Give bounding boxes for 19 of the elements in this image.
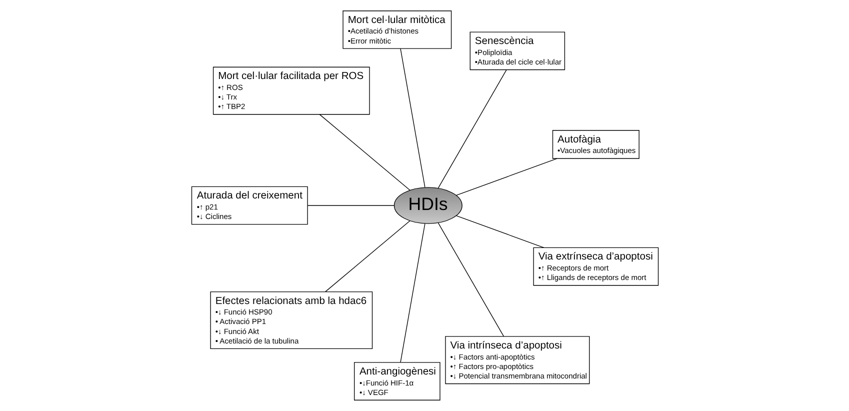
connector bbox=[400, 223, 425, 363]
connector bbox=[324, 220, 410, 292]
connector bbox=[455, 158, 557, 196]
connector bbox=[318, 114, 410, 191]
node-box: Aturada del creixement •↑ p21 •↓ Ciclines bbox=[190, 186, 308, 225]
connector bbox=[437, 70, 506, 188]
node-box: Anti-angiogènesi •↓Funció HIF-1α •↓ VEGF bbox=[353, 362, 440, 400]
node-box: Mort cel·lular mitòtica •Acetilació d’histones •Error mitòtic bbox=[342, 10, 452, 49]
node-box: Senescència •Poliploïdia •Aturada del cicle cel·lular bbox=[469, 32, 565, 70]
connector bbox=[400, 48, 425, 188]
connector bbox=[437, 222, 504, 337]
node-box: Autofàgia •Vacuoles autofàgiques bbox=[552, 130, 639, 159]
node-box: Via extrínseca d’apoptosi •↑ Receptors de mort •↑ Lligands de receptors de mort bbox=[532, 247, 658, 286]
connector bbox=[455, 215, 544, 248]
connector bbox=[306, 205, 394, 206]
node-box: Efectes relacionats amb la hdac6 •↓ Funció HSP90 • Activació PP1 •↓ Funció Akt • Acetilació de la tubulina bbox=[210, 291, 372, 350]
node-box: Mort cel·lular facilitada per ROS •↑ ROS •↓ Trx •↑ TBP2 bbox=[212, 66, 370, 115]
node-ellipse: HDIs bbox=[393, 187, 462, 224]
node-box: Via intrínseca d’apoptosi •↓ Factors anti-apoptòtics •↑ Factors pro-apoptòtics •↓ Potencial transmembrana mitocondrial bbox=[444, 336, 590, 384]
